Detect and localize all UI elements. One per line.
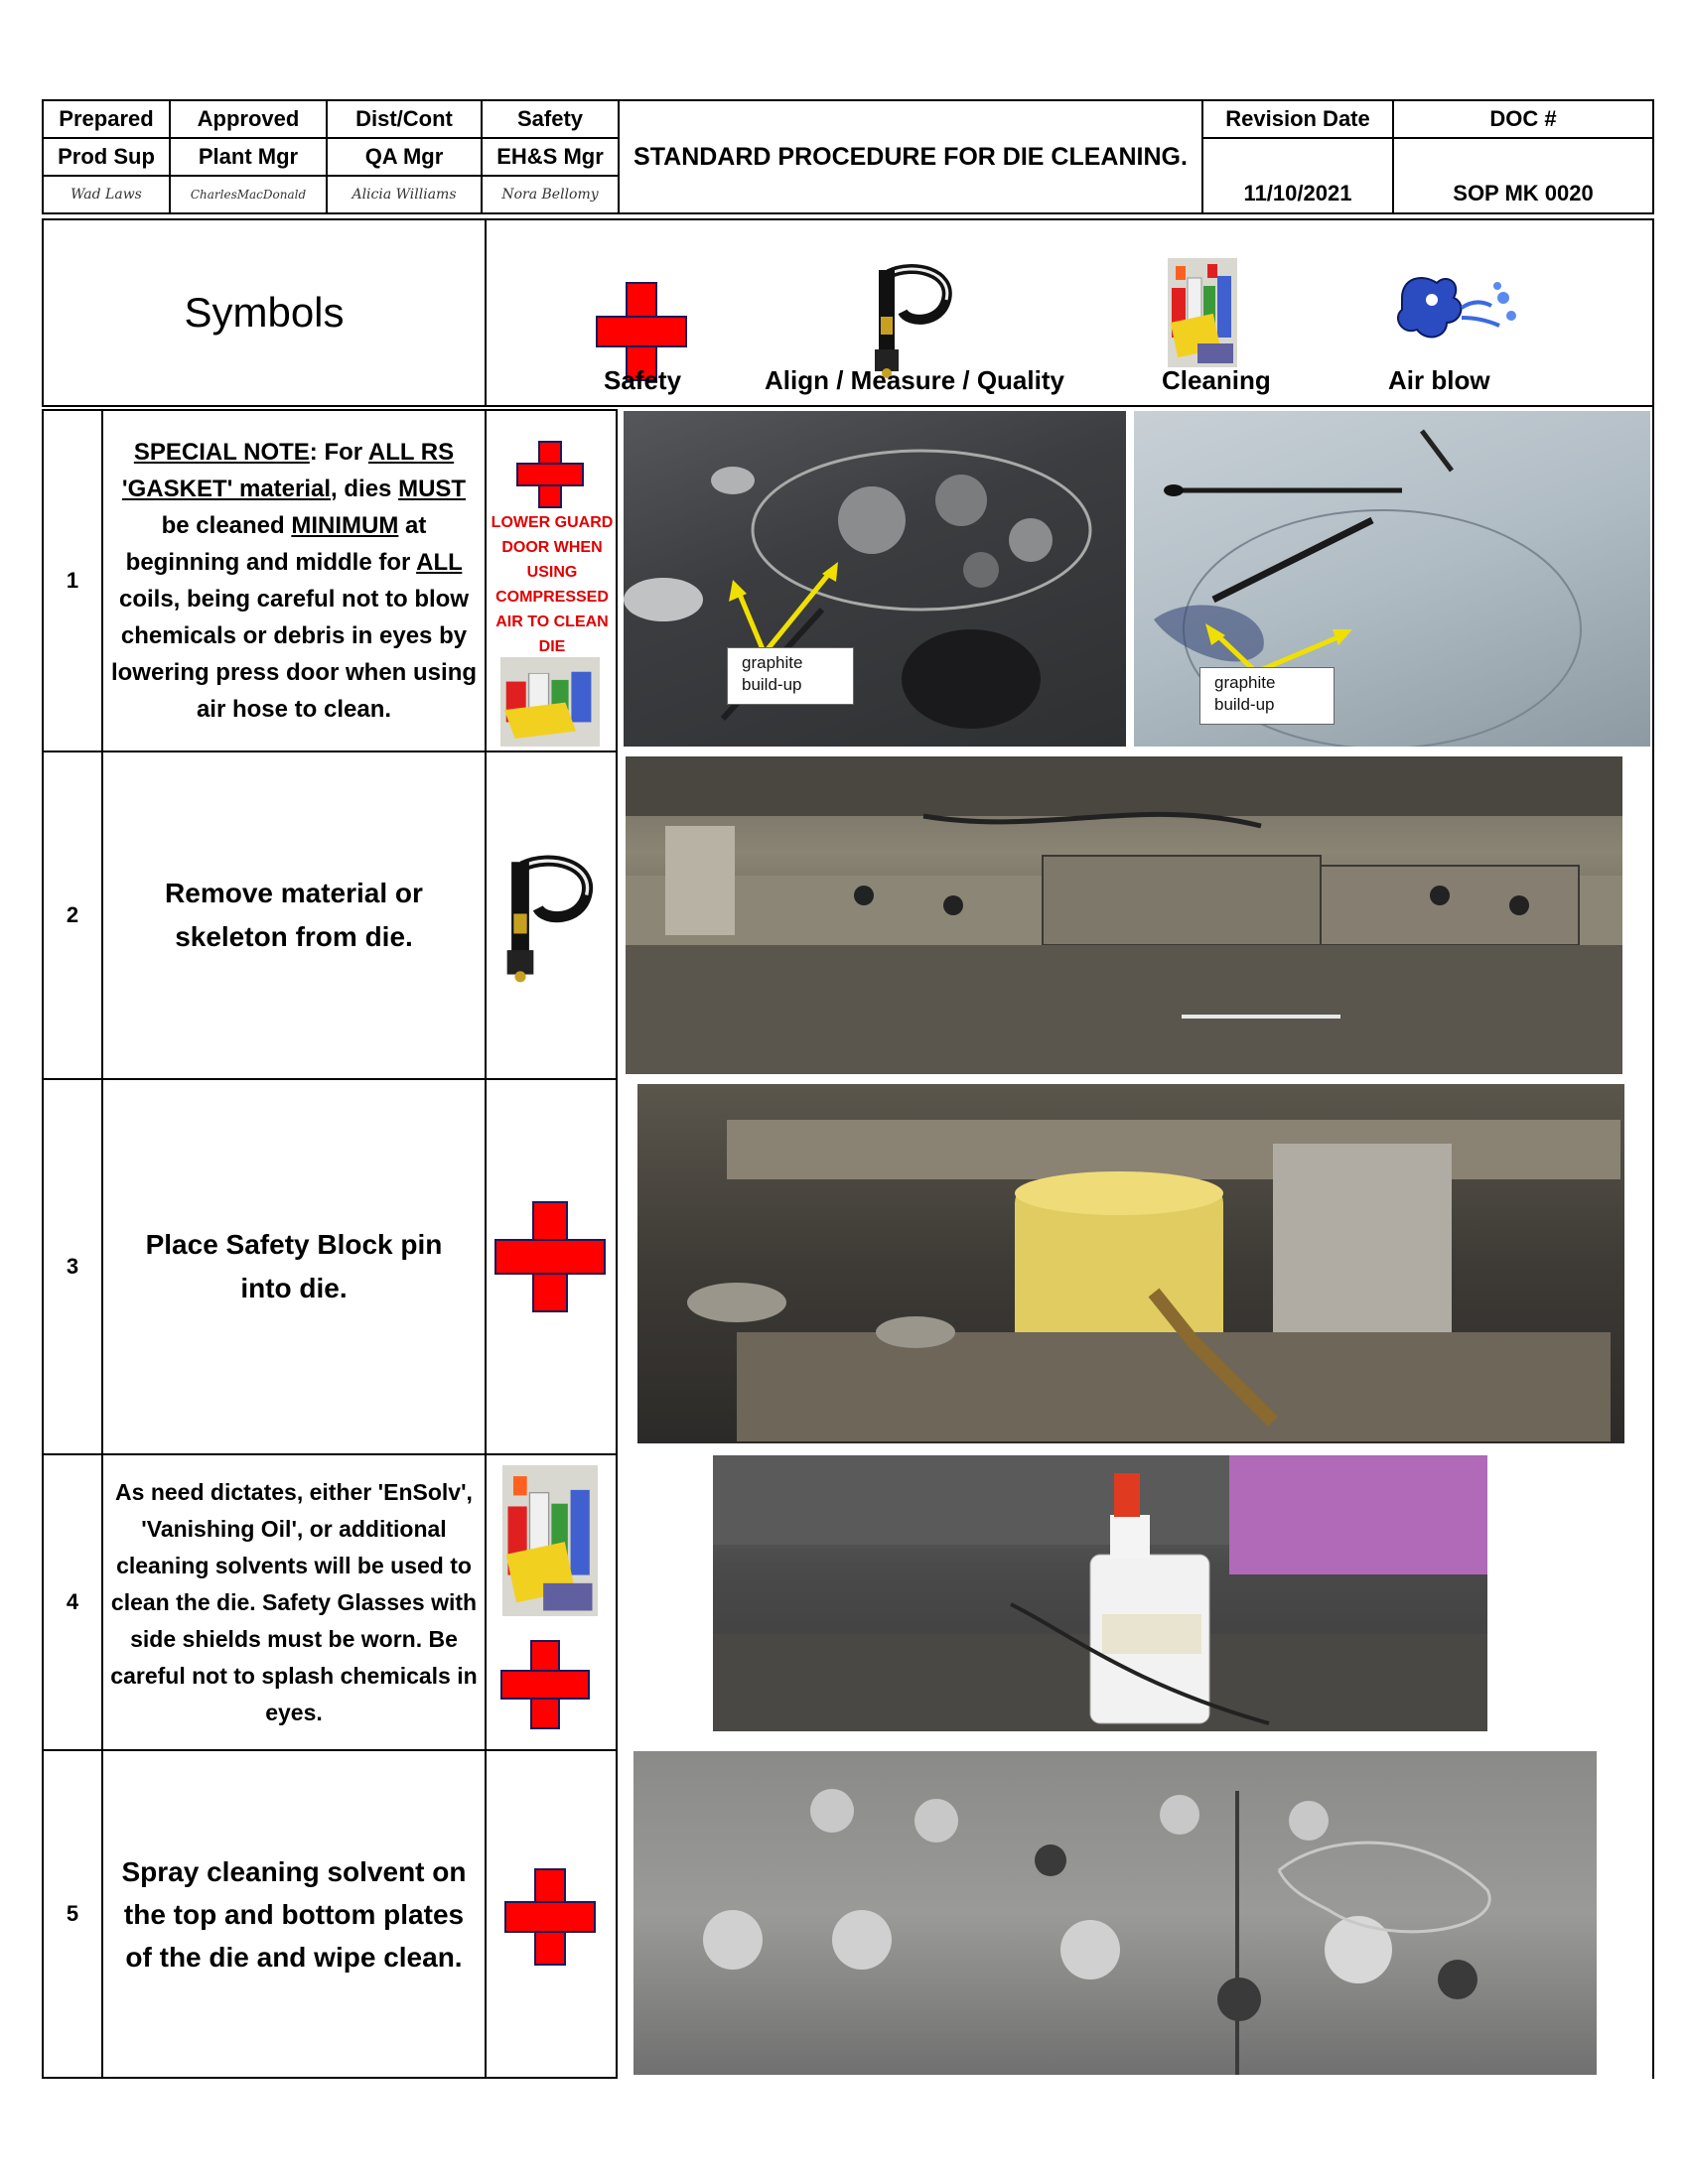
dist-cont-role: QA Mgr bbox=[326, 137, 483, 177]
step-number-4: 4 bbox=[42, 1453, 103, 1751]
step-text-5: Spray cleaning solvent on the top and bo… bbox=[101, 1749, 487, 2079]
revision-date-label: Revision Date bbox=[1201, 99, 1394, 139]
red-cross-icon bbox=[494, 1201, 606, 1312]
safety-role: EH&S Mgr bbox=[481, 137, 620, 177]
dist-cont-label: Dist/Cont bbox=[326, 99, 483, 139]
step-text-1: SPECIAL NOTE: For ALL RS 'GASKET' materi… bbox=[101, 409, 487, 752]
die-photo-5 bbox=[633, 1751, 1597, 2075]
step-icons-2 bbox=[485, 751, 618, 1080]
safety-label: Safety bbox=[481, 99, 620, 139]
symbol-label-safety: Safety bbox=[604, 365, 682, 395]
signature-safety: Nora Bellomy bbox=[481, 175, 620, 214]
doc-number-value: SOP MK 0020 bbox=[1392, 137, 1654, 214]
step-number-3: 3 bbox=[42, 1078, 103, 1455]
caliper-icon bbox=[875, 264, 952, 378]
red-cross-icon bbox=[500, 1640, 590, 1729]
approved-label: Approved bbox=[169, 99, 328, 139]
die-photo-1a: graphite build-up bbox=[624, 411, 1126, 747]
signature-dist: Alicia Williams bbox=[326, 175, 483, 214]
cleaning-supplies-icon bbox=[502, 1465, 598, 1616]
doc-number-label: DOC # bbox=[1392, 99, 1654, 139]
red-cross-icon bbox=[516, 441, 584, 508]
caliper-icon bbox=[506, 855, 594, 983]
symbol-label-align: Align / Measure / Quality bbox=[765, 365, 1064, 395]
cleaning-supplies-icon bbox=[500, 657, 600, 747]
guard-door-warning: LOWER GUARD DOOR WHEN USING COMPRESSED A… bbox=[491, 514, 614, 655]
signature-approved: CharlesMacDonald bbox=[169, 175, 328, 214]
graphite-callout-1: graphite build-up bbox=[727, 647, 854, 705]
symbols-heading: Symbols bbox=[42, 218, 487, 407]
die-photo-3 bbox=[637, 1084, 1624, 1443]
step-number-2: 2 bbox=[42, 751, 103, 1080]
step-number-5: 5 bbox=[42, 1749, 103, 2079]
step-icons-4 bbox=[485, 1453, 618, 1751]
step-icons-5 bbox=[485, 1749, 618, 2079]
step-text-2: Remove material or skeleton from die. bbox=[101, 751, 487, 1080]
step-icons-3 bbox=[485, 1078, 618, 1455]
symbol-label-cleaning: Cleaning bbox=[1162, 365, 1271, 395]
cleaning-supplies-icon bbox=[1168, 258, 1237, 367]
approved-role: Plant Mgr bbox=[169, 137, 328, 177]
step-icons-1: LOWER GUARD DOOR WHEN USING COMPRESSED A… bbox=[485, 409, 618, 752]
die-photo-1b: graphite build-up bbox=[1134, 411, 1650, 747]
air-blow-icon bbox=[1397, 277, 1516, 339]
step-number-1: 1 bbox=[42, 409, 103, 752]
die-photo-2 bbox=[626, 756, 1622, 1074]
symbols-legend: Safety Align / Measure / Quality Cleanin… bbox=[485, 218, 1654, 407]
prepared-role: Prod Sup bbox=[42, 137, 171, 177]
symbol-label-air-blow: Air blow bbox=[1388, 365, 1490, 395]
table-right-border bbox=[1652, 407, 1654, 2079]
document-title: STANDARD PROCEDURE FOR DIE CLEANING. bbox=[618, 99, 1203, 214]
red-cross-icon bbox=[596, 282, 687, 381]
die-photo-4 bbox=[713, 1455, 1487, 1731]
prepared-label: Prepared bbox=[42, 99, 171, 139]
step-text-4: As need dictates, either 'EnSolv', 'Vani… bbox=[101, 1453, 487, 1751]
red-cross-icon bbox=[504, 1868, 596, 1966]
signature-prepared: Wad Laws bbox=[42, 175, 171, 214]
revision-date-value: 11/10/2021 bbox=[1201, 137, 1394, 214]
special-note-label: SPECIAL NOTE bbox=[133, 439, 310, 466]
step-text-3: Place Safety Block pin into die. bbox=[101, 1078, 487, 1455]
graphite-callout-2: graphite build-up bbox=[1199, 667, 1335, 725]
